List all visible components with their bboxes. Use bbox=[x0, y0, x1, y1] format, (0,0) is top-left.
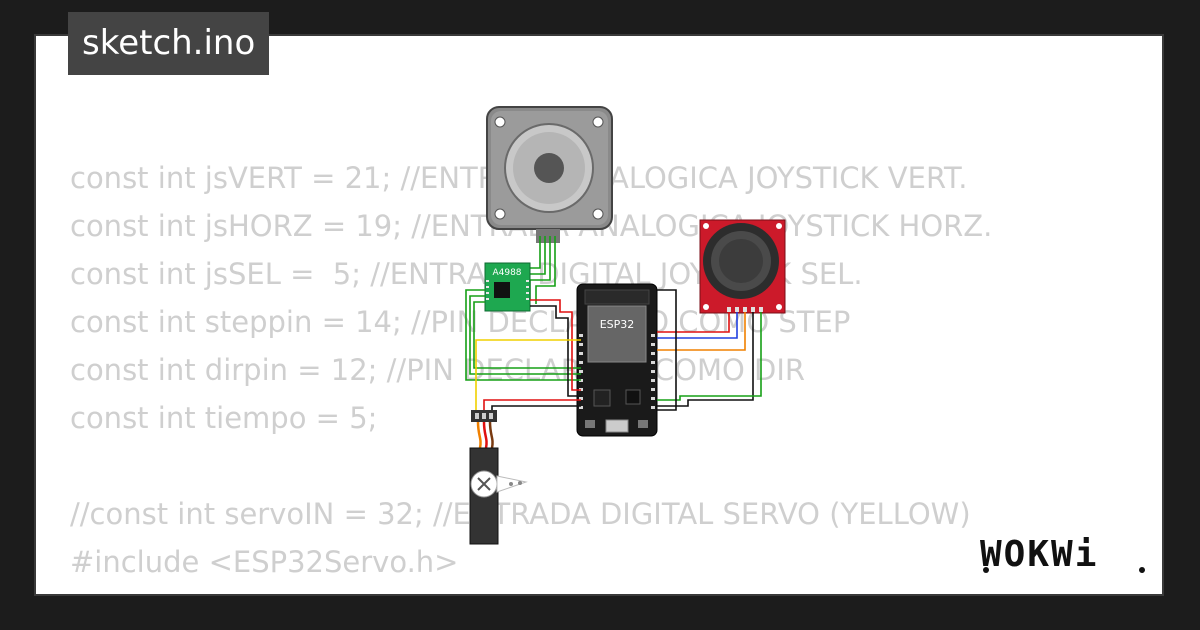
wokwi-logo: WOKWi bbox=[980, 534, 1145, 575]
servo-wires bbox=[475, 339, 581, 412]
code-line: #include <Stepper.h> bbox=[70, 586, 992, 594]
servo-connector bbox=[471, 410, 497, 449]
a4988-driver[interactable]: A4988 bbox=[484, 262, 531, 312]
wokwi-logo-text: WOKWi bbox=[980, 534, 1098, 575]
servo-motor[interactable] bbox=[469, 447, 528, 545]
stepper-motor[interactable] bbox=[486, 106, 613, 243]
driver-wires bbox=[465, 289, 581, 397]
mcu-label: ESP32 bbox=[600, 318, 635, 331]
file-tab[interactable]: sketch.ino bbox=[68, 12, 270, 75]
joystick-module[interactable] bbox=[699, 219, 786, 314]
code-line: #include <ESP32Servo.h> bbox=[70, 545, 459, 579]
code-line: const int tiempo = 5; bbox=[70, 401, 378, 435]
esp32-board[interactable]: ESP32 bbox=[576, 283, 658, 437]
driver-label: A4988 bbox=[492, 268, 521, 278]
joystick-wires bbox=[657, 289, 762, 411]
code-line: //const int servoIN = 32; //ENTRADA DIGI… bbox=[70, 497, 971, 531]
